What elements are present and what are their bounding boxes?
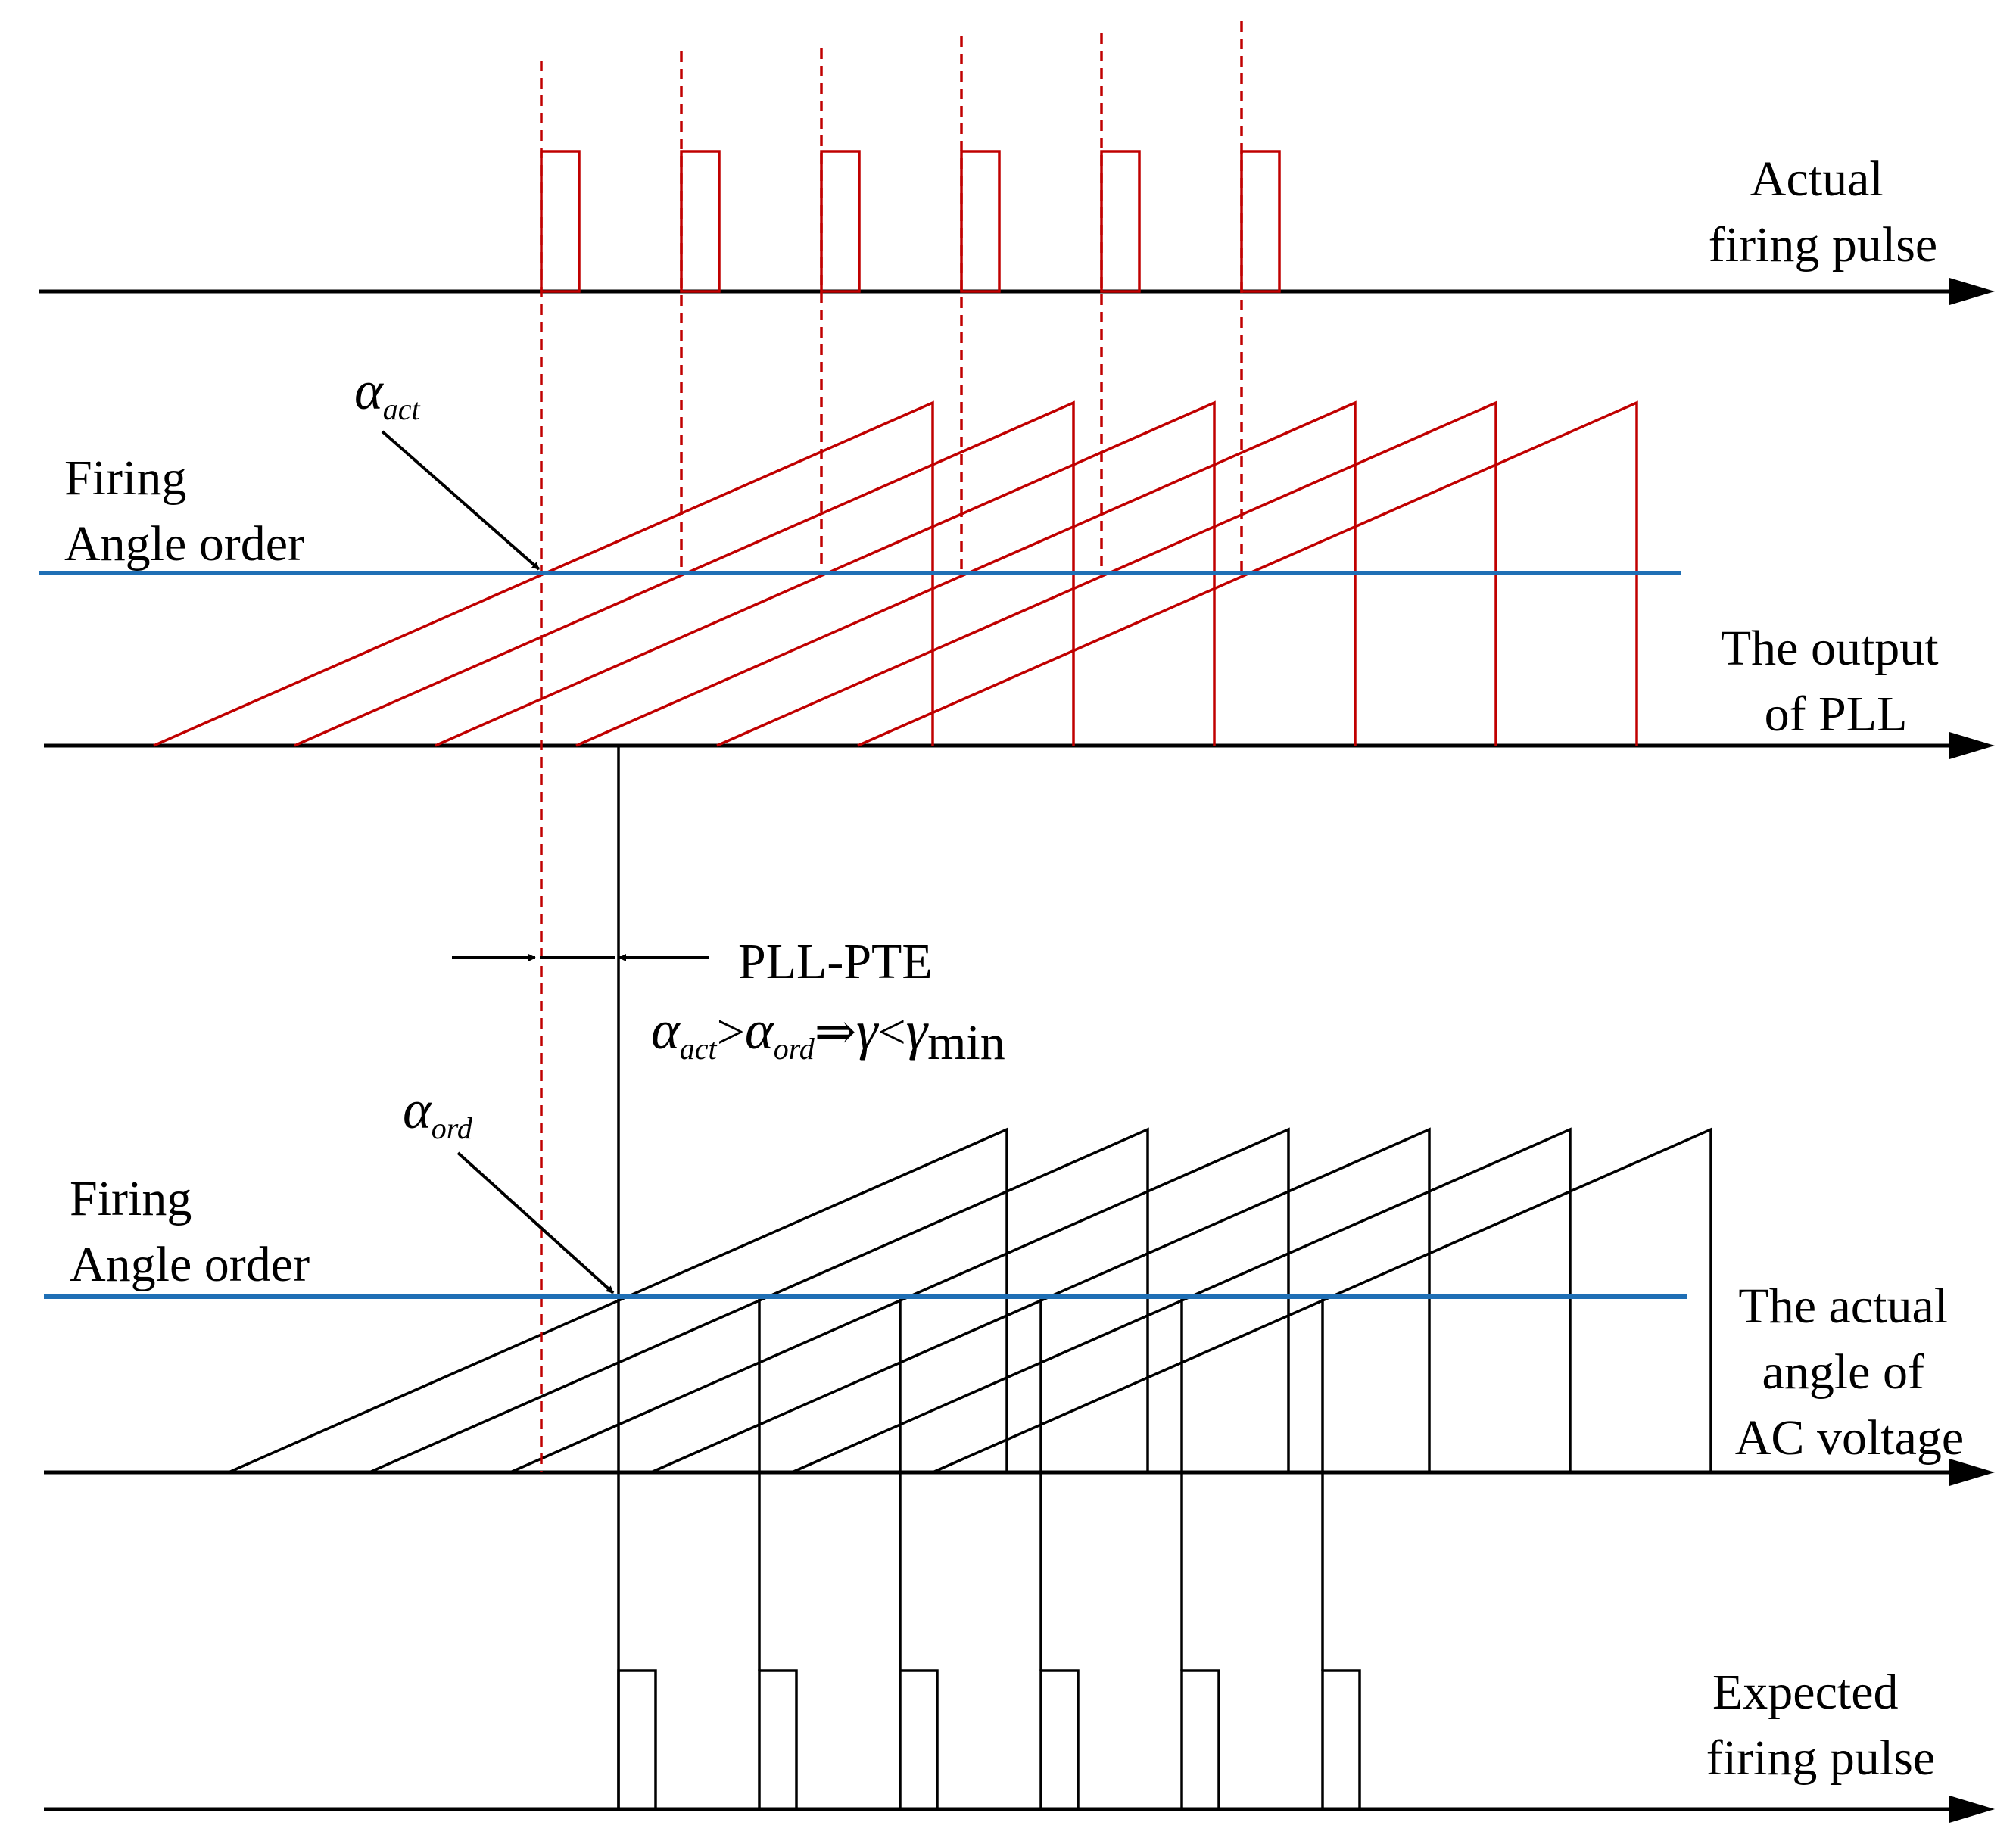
label-actual-firing-pulse: Actual firing pulse [1709, 151, 1937, 273]
ac-ramp [650, 1127, 1431, 1474]
ac-ramp [932, 1127, 1712, 1474]
pll-ramp [716, 400, 1497, 747]
actual-pulse [680, 150, 721, 293]
alpha-ord-pointer [456, 1151, 615, 1294]
expected-pulse [1321, 1669, 1361, 1811]
expected-pulse [1180, 1669, 1220, 1811]
actual-pulse [540, 150, 581, 293]
pll-output-sawtooth [153, 400, 1638, 747]
pll-ramp [294, 400, 1075, 747]
condition-formula: αact>αord⇒γ<γmin [651, 1000, 1005, 1070]
pll-ramp [153, 400, 934, 747]
axis-arrow [1949, 1796, 1995, 1823]
actual-pulse [1240, 150, 1281, 293]
actual-pulse [1100, 150, 1141, 293]
pll-ramp [857, 400, 1638, 747]
axis-arrow [1949, 1459, 1995, 1486]
expected-pulse [758, 1669, 798, 1811]
label-firing-angle-order-top: Firing Angle order [64, 450, 304, 572]
actual-pulse [820, 150, 861, 293]
axis-arrow [1949, 278, 1995, 305]
ac-voltage-sawtooth [228, 1127, 1712, 1474]
label-actual-angle-ac-voltage: The actual angle of AC voltage [1735, 1279, 1964, 1466]
pll-ramp [575, 400, 1357, 747]
ac-ramp [228, 1127, 1008, 1474]
alpha-act-label: αact [354, 360, 421, 426]
pll-ramp [435, 400, 1216, 747]
actual-firing-pulses [540, 150, 1281, 293]
ac-ramp [509, 1127, 1290, 1474]
label-expected-firing-pulse: Expected firing pulse [1706, 1665, 1935, 1786]
label-output-of-pll: The output of PLL [1721, 621, 1951, 742]
label-firing-angle-order-bottom: Firing Angle order [70, 1171, 310, 1292]
expected-firing-pulses [617, 1669, 1361, 1811]
ac-ramp [369, 1127, 1149, 1474]
alpha-act-pointer [381, 430, 541, 571]
label-pll-pte: PLL-PTE [738, 934, 933, 989]
expected-firing-guides [617, 746, 1324, 1809]
actual-pulse [960, 150, 1001, 293]
time-axes [39, 278, 1995, 1823]
ac-ramp [791, 1127, 1572, 1474]
actual-firing-guides [540, 21, 1243, 1472]
alpha-ord-label: αord [403, 1079, 473, 1145]
expected-pulse [617, 1669, 657, 1811]
axis-arrow [1949, 732, 1995, 759]
expected-pulse [1039, 1669, 1080, 1811]
expected-pulse [899, 1669, 939, 1811]
